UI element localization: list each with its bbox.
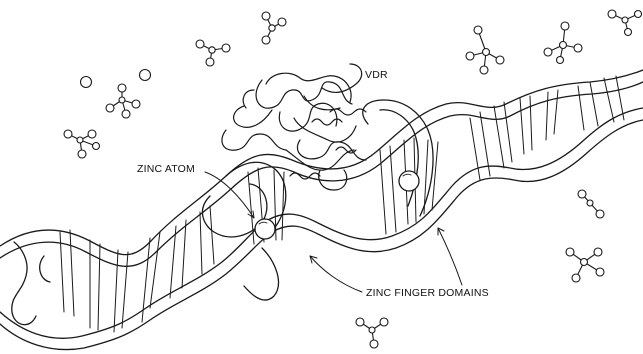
molecule: [466, 26, 504, 74]
molecule: [608, 10, 642, 36]
zinc-finger-leader-right: [438, 228, 462, 285]
base-pairs: [60, 76, 624, 332]
atom: [81, 77, 92, 88]
dna-helix: [0, 70, 643, 350]
molecule: [356, 318, 388, 348]
zinc-finger-domains-label: ZINC FINGER DOMAINS: [366, 288, 489, 299]
zinc-atom-leader: [205, 172, 254, 218]
zinc-finger-leader-left: [310, 256, 362, 292]
atom: [140, 70, 151, 81]
molecule: [196, 40, 230, 66]
molecule: [64, 130, 100, 158]
molecule: [566, 248, 604, 282]
vdr-protein: [222, 64, 366, 190]
zinc-atom-label: ZINC ATOM: [137, 164, 195, 175]
vdr-label: VDR: [365, 70, 388, 81]
molecule: [578, 190, 604, 218]
molecule: [106, 84, 140, 118]
molecules: [64, 10, 642, 348]
molecule: [262, 12, 286, 44]
molecule: [544, 22, 582, 64]
